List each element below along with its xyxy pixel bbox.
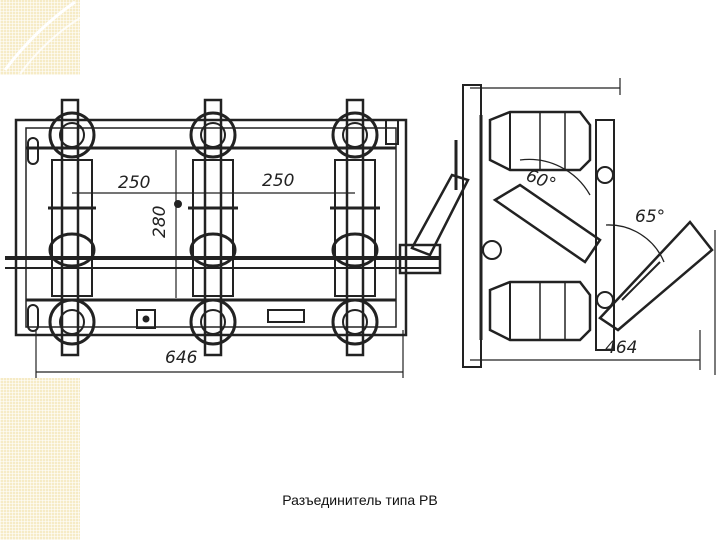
decorative-side-pattern xyxy=(0,378,80,540)
figure-caption: Разъединитель типа РВ xyxy=(282,492,438,508)
dim-height: 280 xyxy=(150,206,170,238)
dim-angle-knife: 65° xyxy=(635,207,665,227)
dim-spacing-left: 250 xyxy=(118,173,150,193)
front-dimension-lines xyxy=(35,87,701,378)
dim-width-front: 646 xyxy=(165,348,198,368)
pole-center xyxy=(188,98,238,357)
disconnector-technical-drawing: 250 250 280 646 464 60° 65° xyxy=(5,78,716,378)
side-view xyxy=(462,78,716,375)
decorative-corner-pattern-top xyxy=(0,0,80,75)
front-view xyxy=(5,118,470,337)
decorative-corner-curve xyxy=(3,0,80,75)
pole-left xyxy=(48,98,96,357)
dim-spacing-right: 250 xyxy=(262,171,294,191)
dim-width-side: 464 xyxy=(605,338,637,358)
pole-right xyxy=(330,98,380,357)
